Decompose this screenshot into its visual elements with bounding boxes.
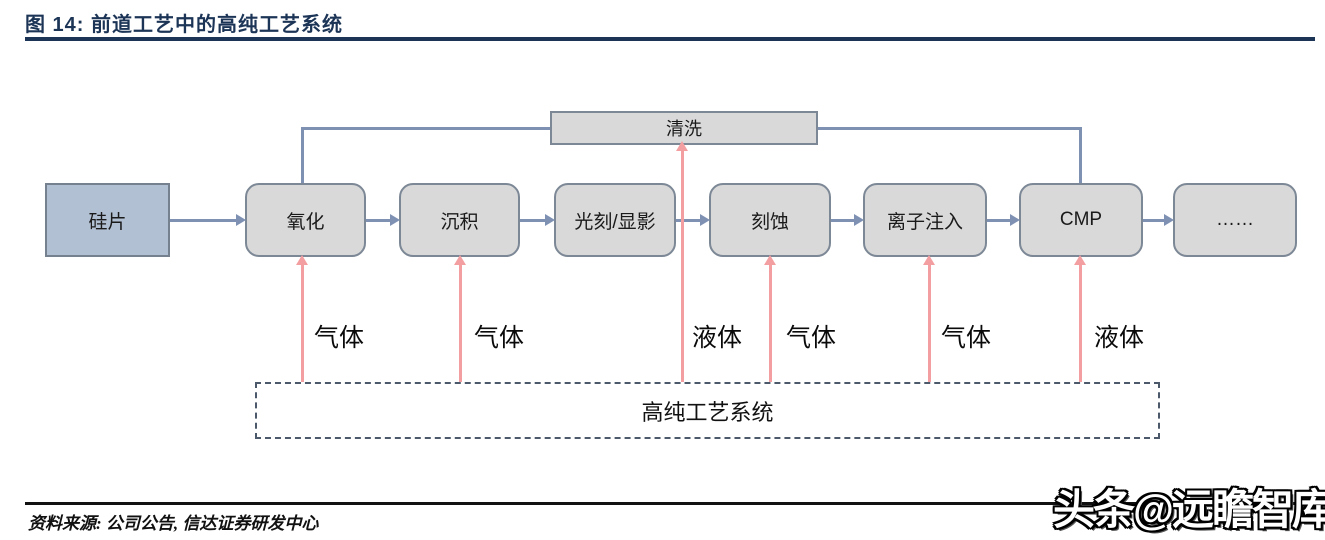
supply-arrow-to-cleaning <box>676 141 688 382</box>
connector-cleaning-to-cmp-vertical <box>1079 127 1082 183</box>
figure-title: 图 14: 前道工艺中的高纯工艺系统 <box>25 14 344 36</box>
node-ellipsis: …… <box>1173 183 1297 257</box>
supply-arrow-to-cmp <box>1074 255 1086 382</box>
flow-arrow-wafer-to-oxidation <box>170 214 246 226</box>
flow-arrow-oxidation-to-deposition <box>366 214 400 226</box>
node-deposition: 沉积 <box>399 183 520 257</box>
connector-cleaning-to-cmp-horizontal <box>818 127 1082 130</box>
node-lithography-develop: 光刻/显影 <box>554 183 676 257</box>
node-silicon-wafer: 硅片 <box>45 183 170 257</box>
footer-rule <box>25 502 1315 505</box>
node-cmp: CMP <box>1019 183 1143 257</box>
node-cleaning: 清洗 <box>550 111 818 145</box>
supply-label-liquid-1: 液体 <box>692 324 743 352</box>
watermark-toutiao-yuanzhan: 头条@远瞻智库 <box>1053 486 1325 533</box>
connector-oxidation-to-cleaning-vertical <box>301 127 304 183</box>
flow-arrow-ion-implantation-to-cmp <box>987 214 1020 226</box>
supply-label-gas-1: 气体 <box>314 324 365 352</box>
connector-oxidation-to-cleaning-horizontal <box>301 127 550 130</box>
source-note: 资料来源: 公司公告, 信达证券研发中心 <box>28 514 319 533</box>
high-purity-system-box: 高纯工艺系统 <box>255 382 1160 439</box>
supply-arrow-to-etching <box>764 255 776 382</box>
supply-arrow-to-oxidation <box>296 255 308 382</box>
high-purity-system-label: 高纯工艺系统 <box>641 399 774 425</box>
supply-label-gas-4: 气体 <box>941 324 992 352</box>
supply-label-gas-2: 气体 <box>474 324 525 352</box>
node-oxidation: 氧化 <box>245 183 366 257</box>
flow-arrow-deposition-to-lithography <box>520 214 555 226</box>
title-underline <box>25 37 1315 41</box>
supply-arrow-to-ion-implantation <box>923 255 935 382</box>
flow-arrow-etching-to-ion-implantation <box>831 214 864 226</box>
node-etching: 刻蚀 <box>709 183 831 257</box>
supply-label-liquid-2: 液体 <box>1094 324 1145 352</box>
flow-arrow-lithography-to-etching <box>676 214 710 226</box>
supply-arrow-to-deposition <box>454 255 466 382</box>
node-ion-implantation: 离子注入 <box>863 183 987 257</box>
flow-arrow-cmp-to-ellipsis <box>1143 214 1174 226</box>
supply-label-gas-3: 气体 <box>786 324 837 352</box>
